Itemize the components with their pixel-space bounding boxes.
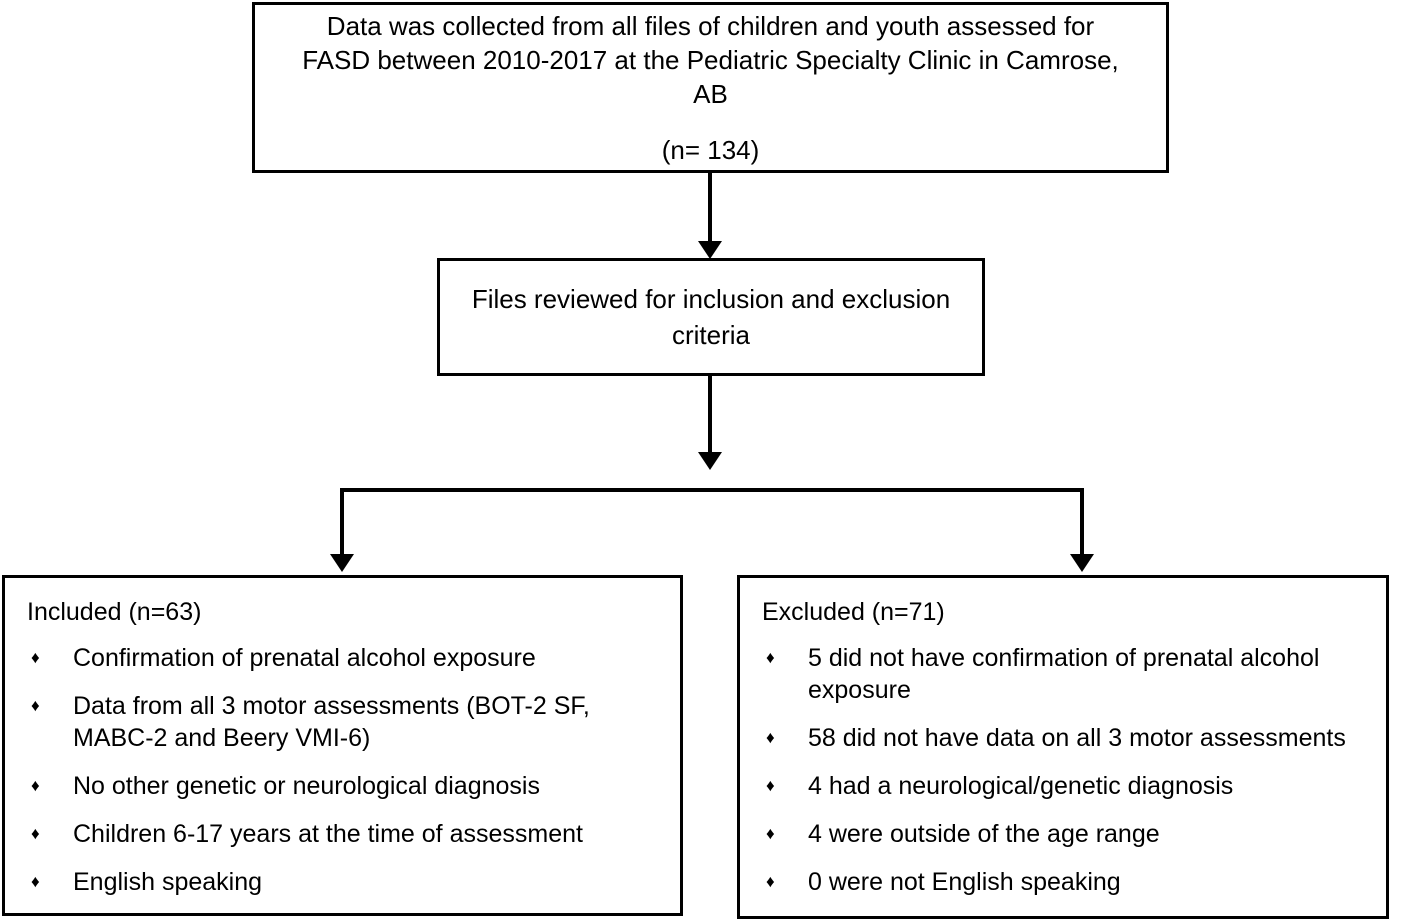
source-line-1: Data was collected from all files of chi… xyxy=(326,10,1095,41)
list-item-label: Confirmation of prenatal alcohol exposur… xyxy=(73,644,536,672)
list-item-label: 4 had a neurological/genetic diagnosis xyxy=(808,772,1234,800)
list-item-label: 0 were not English speaking xyxy=(808,868,1121,896)
list-item-label: No other genetic or neurological diagnos… xyxy=(73,772,540,800)
arrowhead-down-icon xyxy=(1070,554,1094,572)
diamond-bullet-icon: ♦ xyxy=(31,824,40,843)
excluded-title: Excluded (n=71) xyxy=(762,598,945,626)
diamond-bullet-icon: ♦ xyxy=(766,776,775,795)
list-item-label: 4 were outside of the age range xyxy=(808,820,1160,848)
review-criteria-box: Files reviewed for inclusion and exclusi… xyxy=(437,258,985,376)
arrowhead-down-icon xyxy=(330,554,354,572)
list-item-label: 5 did not have confirmation of prenatal … xyxy=(808,644,1320,704)
list-item: ♦ Confirmation of prenatal alcohol expos… xyxy=(27,642,666,674)
list-item: ♦ 4 were outside of the age range xyxy=(762,818,1372,850)
connector-split-to-included xyxy=(340,488,344,556)
connector-split-bar xyxy=(340,488,1084,492)
list-item: ♦ English speaking xyxy=(27,866,666,898)
review-line-1: Files reviewed for inclusion and exclusi… xyxy=(471,284,951,314)
included-title: Included (n=63) xyxy=(27,598,202,626)
diamond-bullet-icon: ♦ xyxy=(766,648,775,667)
list-item: ♦ Children 6-17 years at the time of ass… xyxy=(27,818,666,850)
diamond-bullet-icon: ♦ xyxy=(766,728,775,747)
diamond-bullet-icon: ♦ xyxy=(766,872,775,891)
connector-split-to-excluded xyxy=(1080,488,1084,556)
diamond-bullet-icon: ♦ xyxy=(31,648,40,667)
diamond-bullet-icon: ♦ xyxy=(31,872,40,891)
list-item-label: Children 6-17 years at the time of asses… xyxy=(73,820,583,848)
list-item: ♦ 0 were not English speaking xyxy=(762,866,1372,898)
source-data-box: Data was collected from all files of chi… xyxy=(252,2,1169,173)
excluded-box: Excluded (n=71) ♦ 5 did not have confirm… xyxy=(737,575,1389,919)
source-line-2: FASD between 2010-2017 at the Pediatric … xyxy=(302,44,1119,75)
excluded-reasons-list: ♦ 5 did not have confirmation of prenata… xyxy=(762,642,1372,898)
review-line-2: criteria xyxy=(671,320,750,350)
connector-source-to-review xyxy=(708,173,712,243)
list-item: ♦ 58 did not have data on all 3 motor as… xyxy=(762,722,1372,754)
diamond-bullet-icon: ♦ xyxy=(31,696,40,715)
list-item: ♦ 4 had a neurological/genetic diagnosis xyxy=(762,770,1372,802)
list-item: ♦ Data from all 3 motor assessments (BOT… xyxy=(27,690,666,754)
diamond-bullet-icon: ♦ xyxy=(31,776,40,795)
list-item: ♦ 5 did not have confirmation of prenata… xyxy=(762,642,1372,706)
list-item-label: 58 did not have data on all 3 motor asse… xyxy=(808,724,1346,752)
included-criteria-list: ♦ Confirmation of prenatal alcohol expos… xyxy=(27,642,666,898)
list-item-label: Data from all 3 motor assessments (BOT-2… xyxy=(73,692,590,752)
source-line-3: AB xyxy=(693,78,728,109)
connector-review-to-split xyxy=(708,376,712,454)
included-box: Included (n=63) ♦ Confirmation of prenat… xyxy=(2,575,683,916)
arrowhead-down-icon xyxy=(698,452,722,470)
list-item-label: English speaking xyxy=(73,868,263,896)
arrowhead-down-icon xyxy=(698,241,722,259)
diamond-bullet-icon: ♦ xyxy=(766,824,775,843)
source-sample-count: (n= 134) xyxy=(661,134,760,165)
list-item: ♦ No other genetic or neurological diagn… xyxy=(27,770,666,802)
